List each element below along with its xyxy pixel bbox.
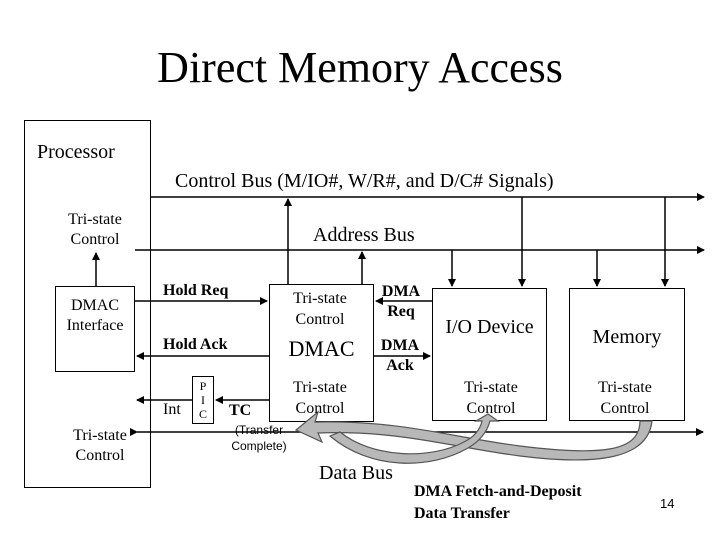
dmac-label: DMAC (288, 336, 355, 361)
control-bus-label: Control Bus (M/IO#, W/R#, and D/C# Signa… (175, 170, 554, 192)
pic-letter-c: C (198, 407, 207, 421)
dmac-tristate-bottom-text: Tri-state Control (293, 379, 347, 417)
hold-req-label: Hold Req (163, 282, 229, 299)
page-title: Direct Memory Access (157, 43, 563, 92)
pic-letter-p: P (199, 379, 207, 393)
transfer-complete-text: (Transfer Complete) (231, 423, 287, 453)
dmac-interface-text: DMAC Interface (66, 297, 124, 334)
processor-label: Processor (37, 141, 115, 163)
dmac-tristate-bottom: Tri-state Control (284, 377, 356, 419)
io-device-text: I/O Device (445, 316, 534, 338)
memory-tristate: Tri-state Control (589, 377, 661, 419)
dma-req-text: DMA Req (381, 283, 421, 320)
processor-tristate-top-text: Tri-state Control (68, 211, 122, 248)
io-device-tristate-text: Tri-state Control (464, 379, 518, 417)
dmac-tristate-top: Tri-state Control (284, 288, 356, 330)
pic-box (192, 376, 214, 424)
memory-tristate-text: Tri-state Control (598, 379, 652, 417)
dmac-interface-label: DMAC Interface (55, 296, 135, 336)
dma-ack-label: DMA Ack (372, 336, 428, 376)
address-bus-label: Address Bus (313, 224, 415, 246)
dma-req-label: DMA Req (372, 282, 430, 322)
hold-ack-label: Hold Ack (163, 336, 228, 353)
processor-tristate-bottom-text: Tri-state Control (73, 427, 127, 464)
memory-box (569, 288, 685, 421)
transfer-complete-label: (Transfer Complete) (226, 422, 292, 454)
dma-ack-text: DMA Ack (380, 337, 420, 374)
int-label: Int (163, 401, 181, 418)
memory-label: Memory (592, 326, 662, 348)
pic-letter-i: I (201, 393, 205, 407)
dmac-tristate-top-text: Tri-state Control (293, 290, 347, 328)
fetch-arrow (294, 410, 653, 461)
processor-tristate-top: Tri-state Control (50, 210, 140, 250)
page-number: 14 (660, 496, 675, 511)
data-bus-label: Data Bus (319, 462, 393, 484)
processor-tristate-bottom: Tri-state Control (55, 426, 145, 466)
dmac-interface-box (55, 286, 135, 372)
dmac-box (269, 284, 374, 422)
deposit-arrow (328, 413, 500, 464)
fetch-deposit-caption-text: DMA Fetch-and-Deposit Data Transfer (414, 483, 582, 522)
tc-label: TC (229, 402, 252, 419)
io-device-tristate: Tri-state Control (455, 377, 527, 419)
io-device-label: I/O Device (432, 314, 547, 340)
fetch-deposit-caption: DMA Fetch-and-Deposit Data Transfer (414, 481, 614, 525)
